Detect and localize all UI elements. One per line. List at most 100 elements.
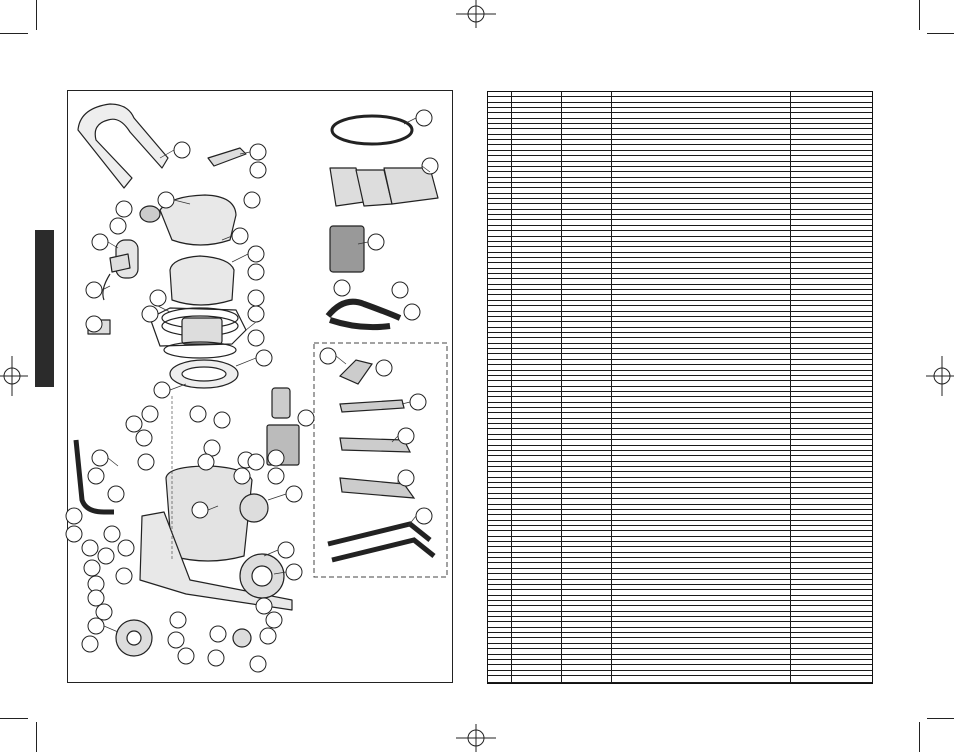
table-cell	[790, 246, 872, 253]
table-cell	[561, 439, 612, 446]
handle-part	[77, 103, 169, 189]
table-cell	[790, 236, 872, 242]
table-row	[488, 637, 872, 644]
table-cell	[611, 118, 791, 125]
table-cell	[611, 321, 791, 328]
table-cell	[488, 305, 512, 312]
table-row	[488, 241, 872, 248]
table-cell	[488, 112, 512, 119]
table-row	[488, 632, 872, 639]
table-cell	[511, 546, 562, 553]
table-cell	[488, 284, 512, 291]
table-cell	[561, 348, 612, 355]
table-cell	[561, 418, 612, 425]
table-cell	[511, 589, 562, 596]
table-cell	[511, 541, 562, 548]
table-cell	[790, 284, 872, 291]
table-cell	[511, 311, 562, 317]
table-cell	[790, 616, 872, 623]
table-cell	[790, 466, 872, 473]
table-cell	[611, 541, 791, 548]
table-cell	[561, 225, 612, 232]
crevice-tool-part	[339, 399, 405, 413]
table-row	[488, 589, 872, 596]
table-row	[488, 257, 872, 264]
table-cell	[561, 530, 612, 537]
table-row	[488, 316, 872, 323]
table-row	[488, 225, 872, 232]
table-cell	[790, 584, 872, 591]
table-cell	[511, 504, 562, 510]
table-cell	[790, 455, 872, 462]
table-cell	[561, 648, 612, 655]
table-cell	[790, 209, 872, 216]
table-cell	[561, 332, 612, 339]
table-cell	[561, 252, 612, 259]
float-cage-part	[271, 387, 291, 419]
table-cell	[790, 632, 872, 639]
table-cell	[611, 278, 791, 285]
table-cell	[561, 241, 612, 248]
table-cell	[561, 402, 612, 409]
table-cell	[511, 605, 562, 612]
table-cell	[511, 396, 562, 403]
table-row	[488, 300, 872, 307]
table-cell	[611, 353, 791, 360]
table-cell	[511, 257, 562, 264]
table-cell	[561, 177, 612, 183]
table-row	[488, 171, 872, 178]
table-cell	[511, 139, 562, 146]
table-cell	[561, 616, 612, 623]
table-row	[488, 568, 872, 575]
table-cell	[790, 412, 872, 419]
table-cell	[561, 316, 612, 323]
table-cell	[611, 348, 791, 355]
table-cell	[790, 557, 872, 564]
table-cell	[611, 262, 791, 269]
table-cell	[488, 557, 512, 564]
table-row	[488, 311, 872, 317]
table-cell	[488, 637, 512, 644]
table-cell	[611, 128, 791, 135]
table-cell	[790, 654, 872, 660]
table-cell	[488, 659, 512, 666]
frame-cart-part	[139, 511, 293, 611]
table-row	[488, 525, 872, 532]
table-cell	[611, 664, 791, 671]
table-cell	[611, 648, 791, 655]
table-cell	[561, 664, 612, 671]
table-cell	[790, 321, 872, 328]
table-cell	[511, 530, 562, 537]
dusting-brush-part	[338, 359, 373, 385]
table-cell	[488, 418, 512, 425]
table-cell	[511, 477, 562, 484]
table-cell	[790, 471, 872, 478]
table-cell	[611, 343, 791, 350]
table-cell	[511, 407, 562, 414]
table-cell	[561, 568, 612, 575]
table-cell	[790, 611, 872, 618]
table-cell	[561, 525, 612, 532]
table-cell	[611, 595, 791, 602]
table-row	[488, 107, 872, 114]
table-cell	[488, 530, 512, 537]
table-cell	[511, 203, 562, 210]
table-cell	[611, 396, 791, 403]
table-cell	[511, 316, 562, 323]
table-cell	[511, 579, 562, 585]
table-cell	[488, 364, 512, 371]
table-cell	[511, 568, 562, 575]
table-row	[488, 573, 872, 580]
table-cell	[611, 530, 791, 537]
table-row	[488, 643, 872, 650]
table-cell	[488, 434, 512, 441]
table-cell	[511, 294, 562, 301]
table-cell	[561, 520, 612, 526]
table-cell	[488, 128, 512, 135]
table-cell	[488, 370, 512, 376]
table-cell	[790, 536, 872, 543]
table-row	[488, 230, 872, 237]
table-cell	[511, 353, 562, 360]
table-cell	[488, 257, 512, 264]
table-cell	[790, 300, 872, 307]
